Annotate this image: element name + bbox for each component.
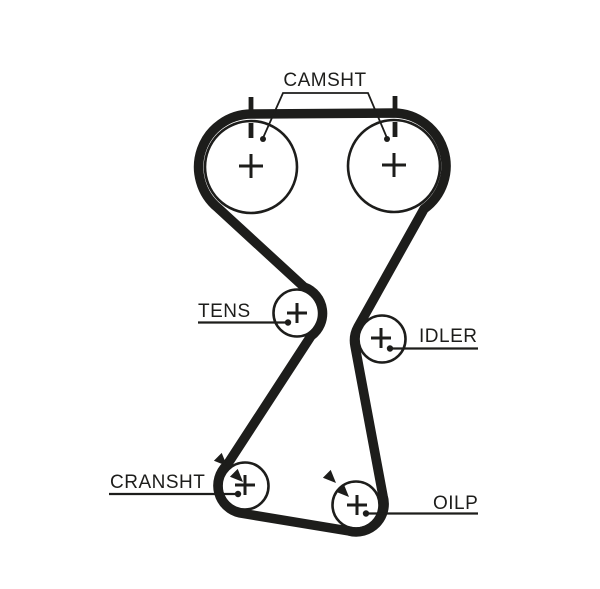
rotation-arrow-icon-oil-pump-inner xyxy=(335,483,349,497)
rotation-arrow-icon-oil-pump-outer xyxy=(322,469,336,483)
idler-label: IDLER xyxy=(419,326,477,347)
center-cross-icon-crankshaft xyxy=(235,475,255,495)
camshaft-callout-bracket xyxy=(262,92,388,139)
center-cross-icon-tensioner xyxy=(287,303,307,323)
leader-dot-tensioner xyxy=(284,319,292,326)
camshaft-callout-dot-right xyxy=(384,136,390,142)
leader-dot-oil-pump xyxy=(362,510,370,517)
center-cross-icon-idler xyxy=(371,328,391,348)
leader-dot-crankshaft xyxy=(234,490,242,498)
tensioner-label: TENS xyxy=(198,301,251,322)
timing-belt-path xyxy=(193,108,451,537)
rotation-arrow-icon-crankshaft-outer xyxy=(213,452,227,466)
center-cross-icon-camshaft-left xyxy=(239,154,263,178)
crankshaft-label: CRANSHT xyxy=(110,472,205,493)
center-cross-icon-camshaft-right xyxy=(382,153,406,177)
camshaft-label: CAMSHT xyxy=(283,70,366,91)
oil-pump-label: OILP xyxy=(433,493,478,514)
camshaft-callout-dot-left xyxy=(260,136,266,142)
center-cross-icon-oil-pump xyxy=(347,495,367,515)
rotation-arrow-icon-crankshaft-inner xyxy=(229,468,243,482)
leader-dot-idler xyxy=(386,345,394,352)
